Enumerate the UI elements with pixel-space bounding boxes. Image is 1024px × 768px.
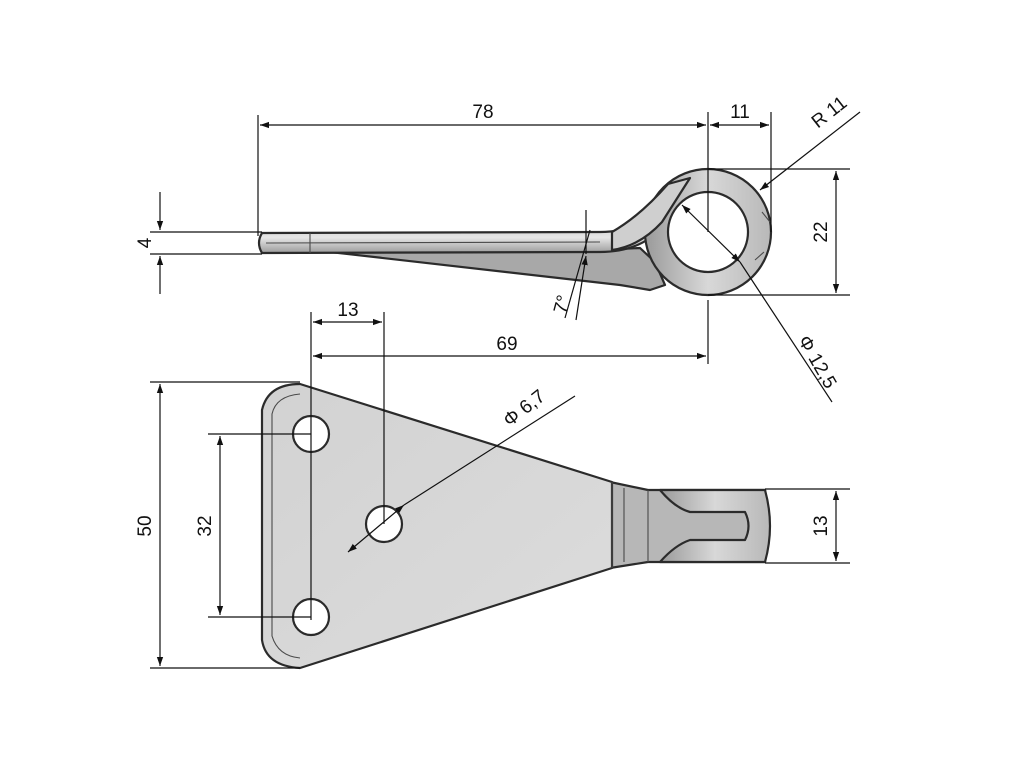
side-view-edge: [265, 241, 601, 244]
dim-label-eye-width: 11: [730, 102, 750, 123]
dim-label-hole-diameter: Φ 6,7: [500, 386, 550, 431]
dim-line-angle: [575, 255, 588, 321]
side-view-strip: [257, 220, 652, 255]
dim-line-radius: [759, 111, 861, 191]
dim-label-hole-distance: 69: [496, 334, 517, 355]
dim-line-bore: [681, 204, 741, 263]
dim-label-hole-spacing: 32: [195, 515, 216, 536]
dim-label-eye-length: 13: [811, 515, 832, 536]
dim-label-hole-offset: 13: [337, 300, 358, 321]
side-view-bend: [610, 176, 692, 252]
dim-label-eye-radius: R 11: [808, 92, 851, 132]
side-view-rib: [328, 246, 667, 292]
dim-label-thickness: 4: [135, 237, 156, 248]
dim-label-eye-height: 22: [811, 221, 832, 242]
side-view: [257, 167, 773, 297]
dim-label-plate-height: 50: [135, 515, 156, 536]
dim-label-bore-diameter: Φ 12,5: [793, 332, 840, 392]
side-view-edge-3: [754, 211, 771, 261]
dim-line-hole-diameter: [347, 504, 405, 553]
dim-label-bend-angle: 7°: [550, 293, 575, 316]
front-view-eye-cylinder: [658, 488, 772, 564]
front-view: [260, 382, 772, 670]
front-view-plate-edge: [271, 393, 649, 659]
dim-label-overall-length: 78: [472, 102, 493, 123]
